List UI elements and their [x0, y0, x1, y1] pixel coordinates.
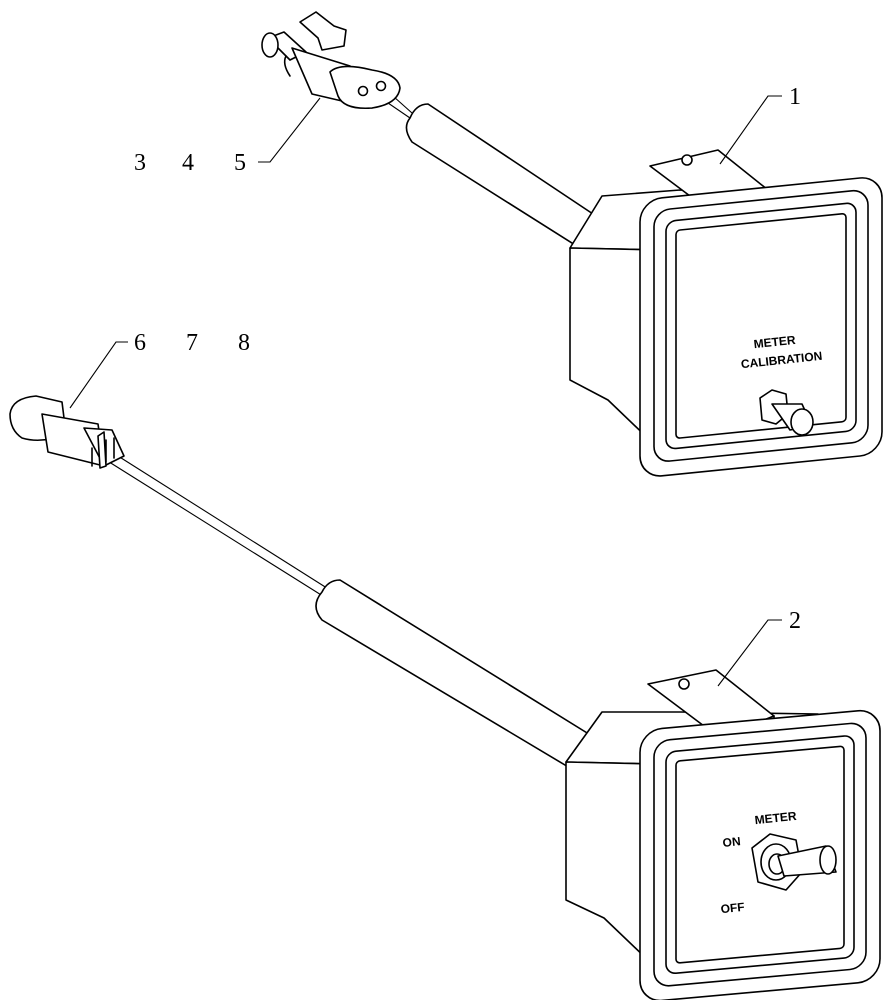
callout-2: 2: [789, 608, 801, 634]
lower-switch-housing: [565, 669, 881, 1000]
meter-label-off: OFF: [720, 900, 745, 916]
meter-label-title: METER: [754, 809, 798, 827]
callout-3: 3: [134, 150, 146, 176]
lower-connector: [9, 395, 125, 469]
callout-5: 5: [234, 150, 246, 176]
callout-7: 7: [186, 330, 198, 356]
calibration-label-line1: METER: [753, 333, 797, 351]
leader-345: [258, 97, 321, 163]
leader-678: [69, 341, 128, 409]
callout-1: 1: [789, 84, 801, 110]
callout-4: 4: [182, 150, 194, 176]
lower-wire: [105, 455, 331, 599]
meter-switch-assembly: METER ON OFF: [9, 395, 881, 1000]
clip-hole: [678, 678, 690, 690]
leader-1: [719, 95, 782, 165]
upper-switch-housing: [569, 149, 883, 477]
clip-hole: [681, 154, 693, 166]
leader-2: [717, 619, 782, 687]
calibration-switch-assembly: METER CALIBRATION: [261, 11, 883, 477]
meter-label-on: ON: [722, 834, 741, 850]
callout-6: 6: [134, 330, 146, 356]
callout-8: 8: [238, 330, 250, 356]
connector-pin-hole: [375, 80, 387, 92]
upper-connector: [261, 11, 401, 110]
callout-leaders: [69, 95, 782, 687]
connector-pin-hole: [357, 85, 369, 97]
lower-cable-sleeve: [315, 579, 593, 769]
